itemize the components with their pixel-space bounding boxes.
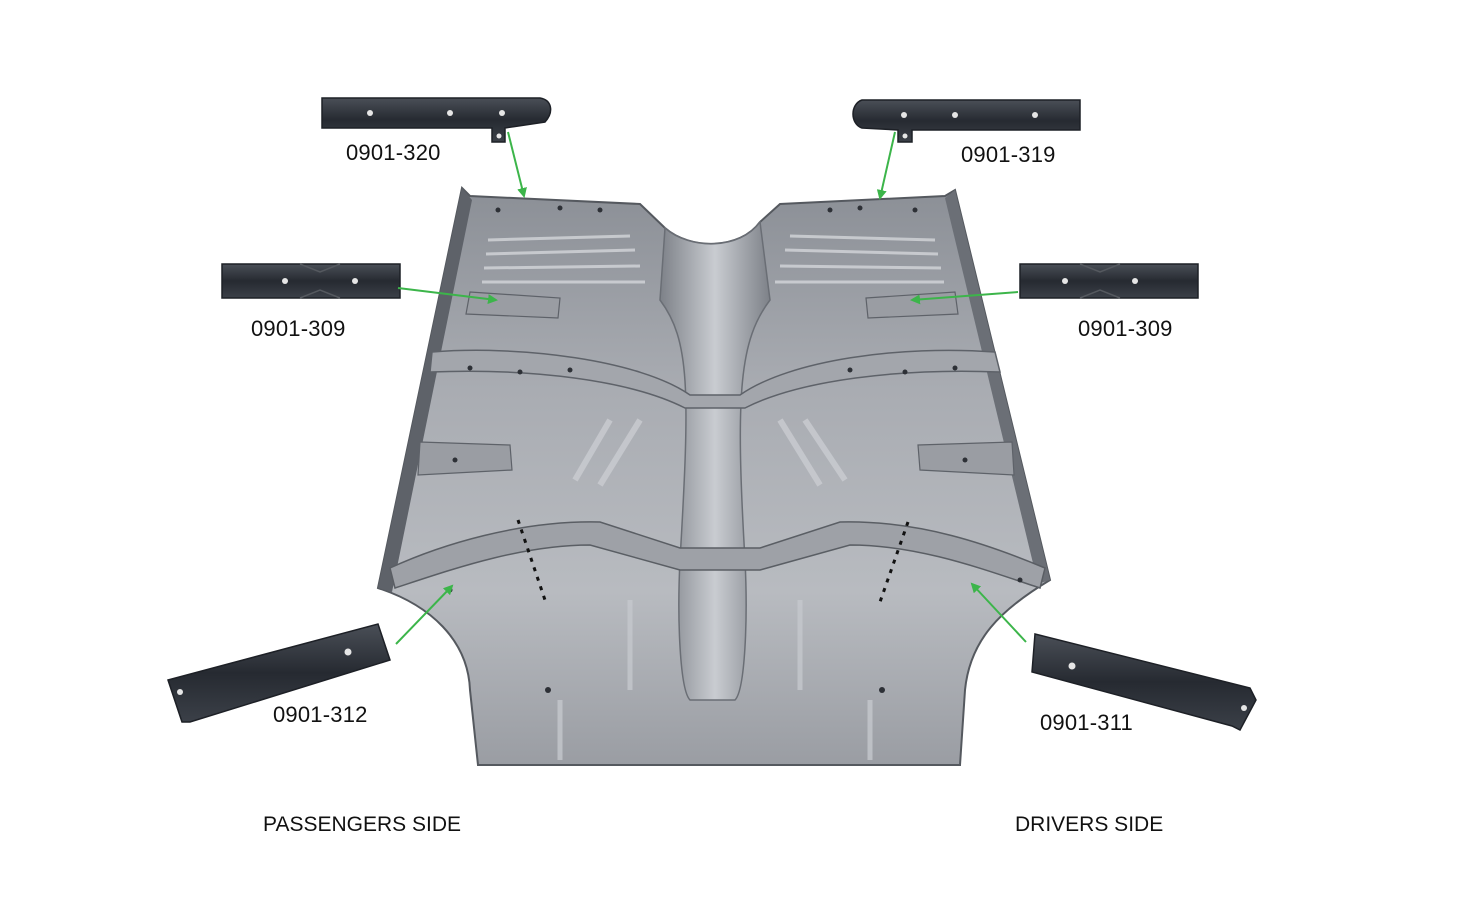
bracket-0901-311 — [1031, 633, 1257, 731]
center-tunnel — [659, 220, 771, 701]
drivers-side-label: DRIVERS SIDE — [1015, 813, 1164, 836]
bracket-0901-312 — [167, 623, 391, 723]
arrow-0901-319 — [876, 131, 896, 200]
bracket-0901-309-right — [1019, 263, 1199, 299]
right-edge-lip — [945, 190, 1050, 584]
bracket-0901-319 — [852, 99, 1081, 143]
part-label-0901-319: 0901-319 — [961, 142, 1056, 167]
arrow-0901-320 — [507, 131, 527, 198]
bracket-0901-309-left — [221, 263, 401, 299]
floor-pan — [376, 185, 1052, 766]
part-label-0901-311: 0901-311 — [1040, 710, 1133, 735]
left-edge-lip — [378, 188, 472, 592]
arrow-0901-311 — [970, 582, 1027, 643]
diagonal-ribs — [572, 418, 848, 487]
passengers-side-label: PASSENGERS SIDE — [263, 813, 462, 836]
pointer-arrows — [395, 131, 1027, 645]
part-label-0901-309-right: 0901-309 — [1078, 316, 1173, 341]
part-label-0901-309-left: 0901-309 — [251, 316, 346, 341]
bracket-0901-320 — [321, 97, 552, 143]
left-front-ribs — [482, 234, 645, 284]
arrow-0901-309-right — [910, 291, 1019, 305]
cut-lines — [516, 519, 910, 603]
right-front-ribs — [775, 234, 944, 284]
rear-pan-ribs — [557, 600, 873, 760]
arrow-0901-312 — [395, 584, 454, 645]
part-label-0901-312: 0901-312 — [273, 702, 368, 727]
arrow-0901-309-left — [397, 287, 498, 304]
upper-crossmember — [429, 349, 1001, 409]
part-label-0901-320: 0901-320 — [346, 140, 441, 165]
bolt-holes — [447, 205, 1023, 693]
